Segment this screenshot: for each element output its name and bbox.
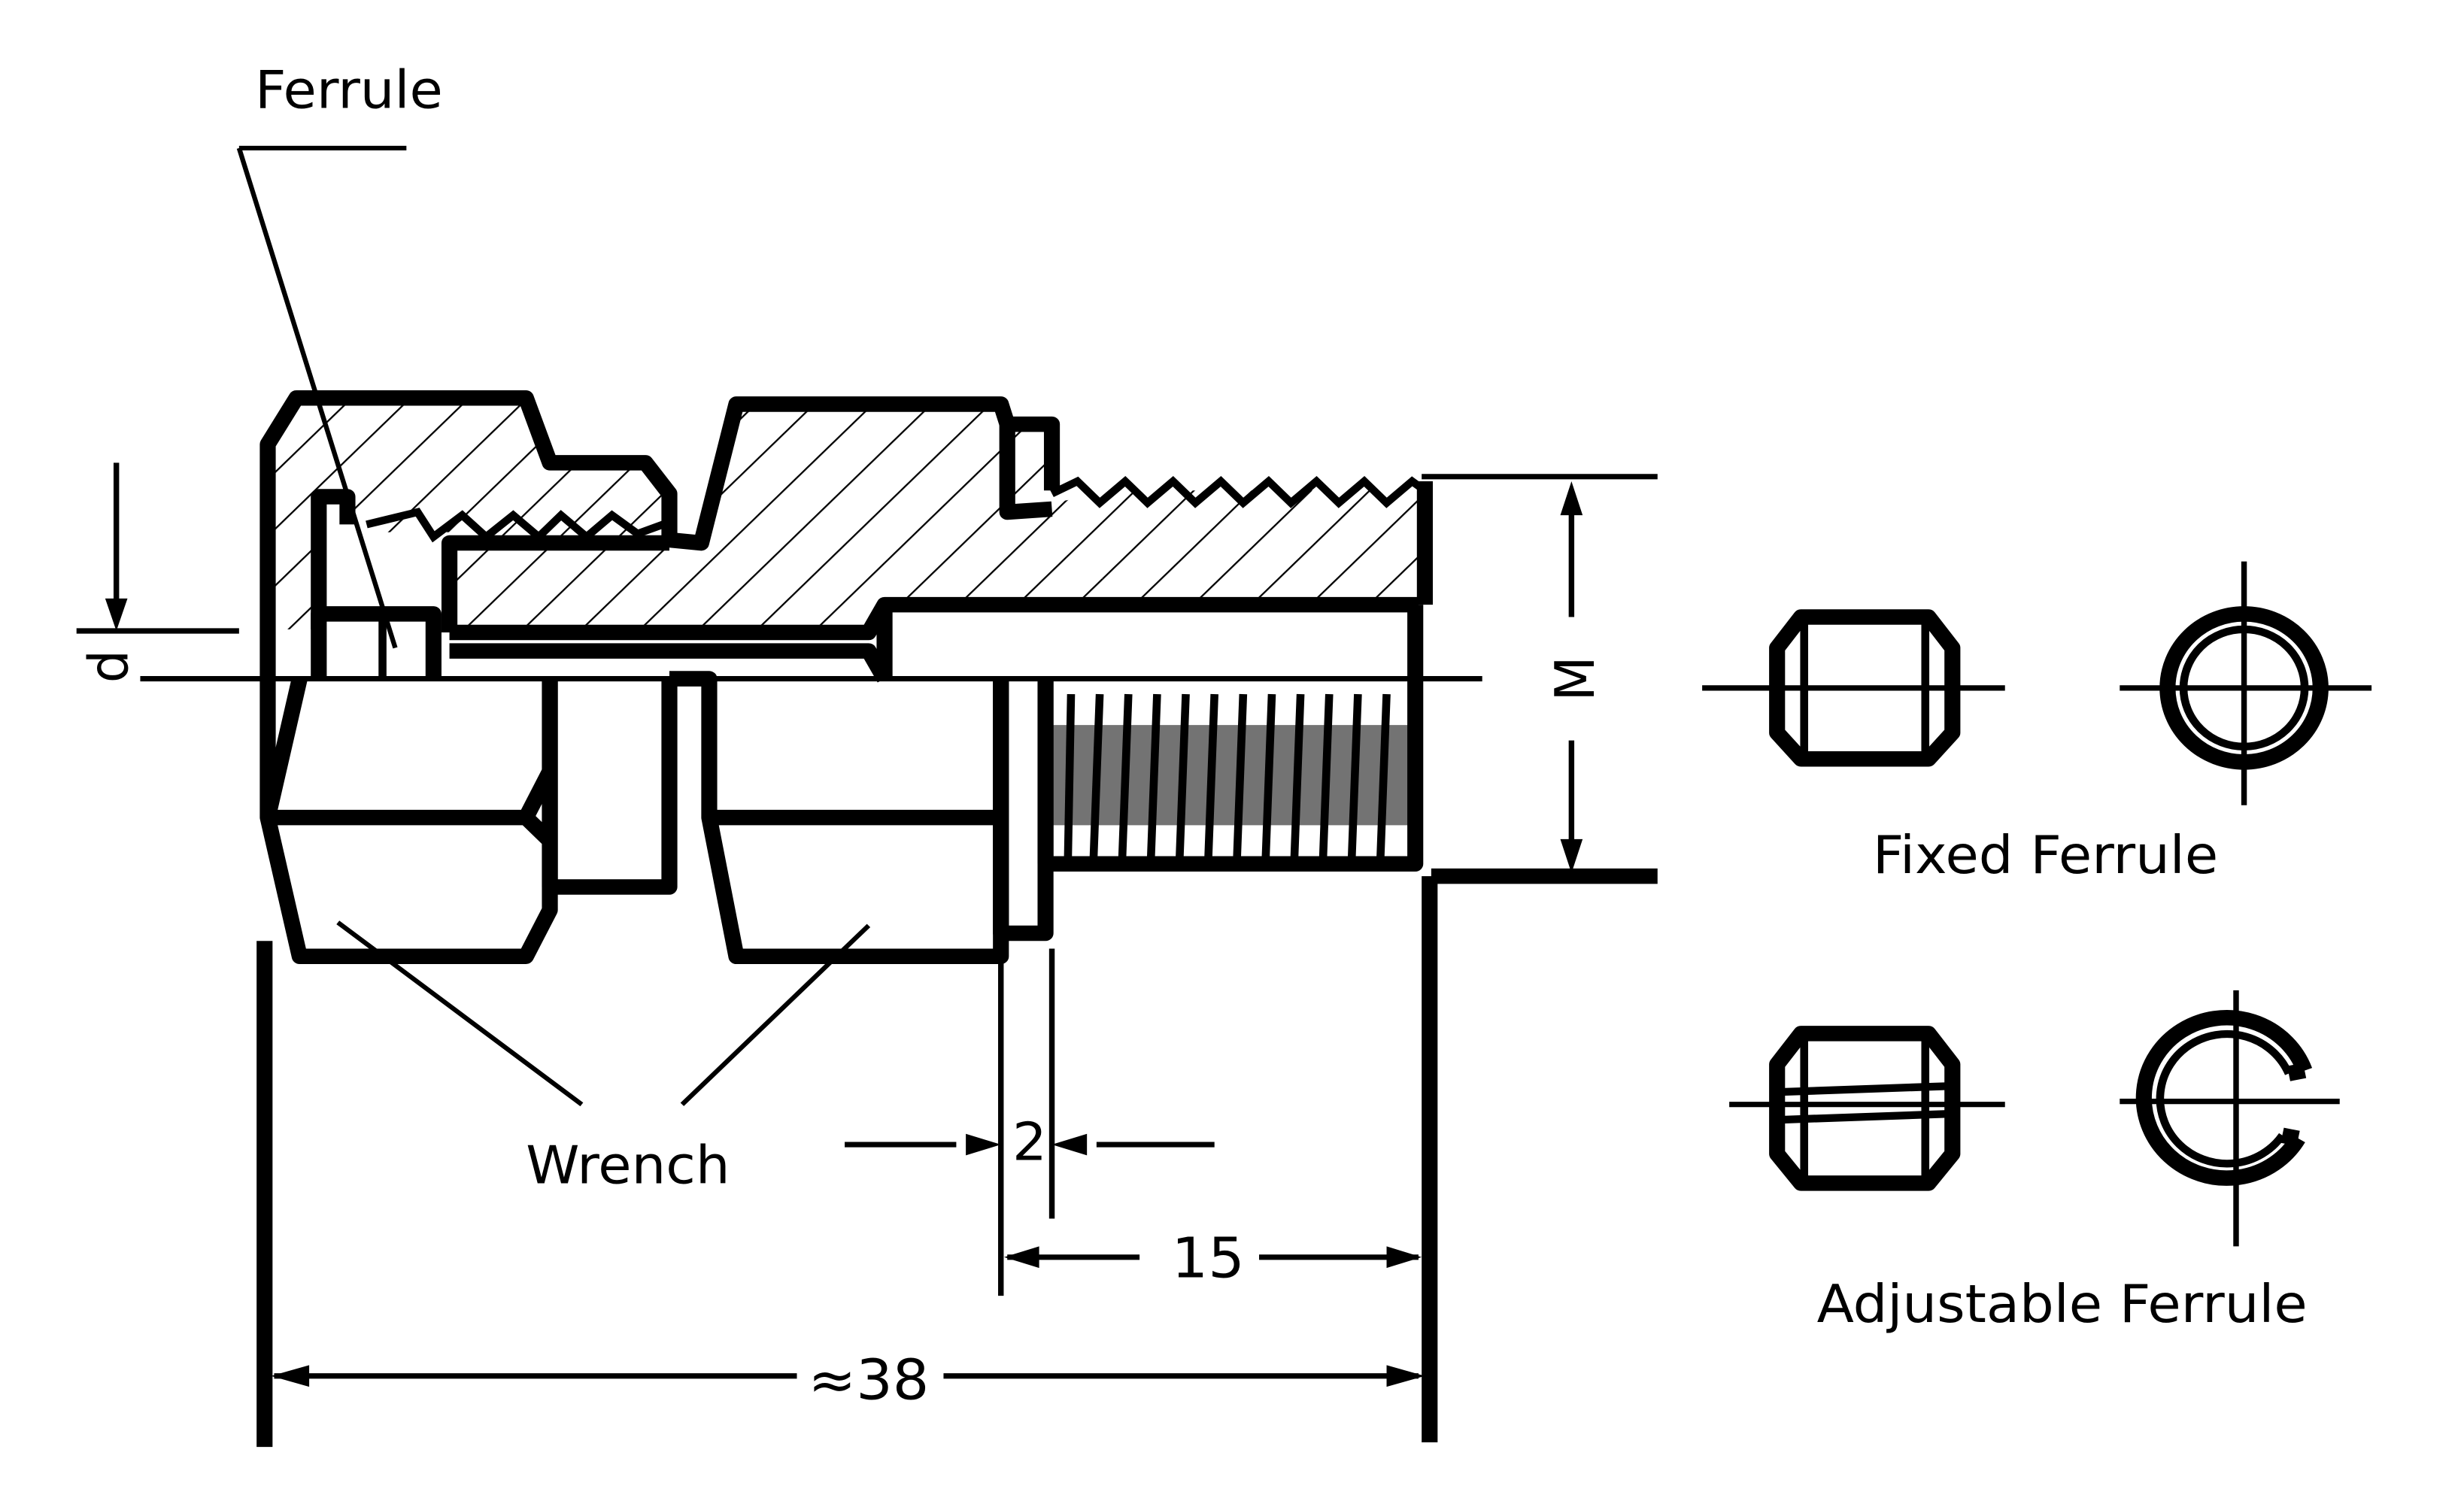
adjustable-ferrule-label: Adjustable Ferrule (1817, 1273, 2308, 1335)
ferrule-label: Ferrule (255, 59, 443, 121)
dimension-2: 2 (845, 948, 1215, 1296)
dim-m-label: M (1543, 656, 1607, 701)
dimension-15: 15 (1003, 1226, 1422, 1291)
adjustable-ferrule-end-view (2120, 990, 2340, 1247)
fixed-ferrule-label: Fixed Ferrule (1873, 824, 2218, 886)
tube-and-centerline (140, 605, 1482, 683)
wrench-label: Wrench (526, 1134, 730, 1196)
leader-lines (236, 145, 871, 1107)
fixed-ferrule-end-view (2120, 561, 2372, 805)
nut-section (259, 390, 678, 679)
thread-exterior (1037, 678, 1424, 872)
fixed-ferrule-side-view (1702, 609, 2005, 767)
adjustable-ferrule-side-view (1729, 1026, 2005, 1191)
nut-exterior (259, 677, 558, 965)
dimension-m: M (1422, 474, 1658, 884)
dim-d-label: d (77, 650, 140, 683)
body-exterior (542, 671, 1054, 965)
dimension-overall: ≈38 (256, 876, 1438, 1448)
dim-15-label: 15 (1172, 1226, 1245, 1291)
dim-2-label: 2 (1012, 1111, 1047, 1173)
dimension-d: d (76, 462, 239, 683)
ferrule-section (311, 606, 442, 679)
dim-overall-label: ≈38 (808, 1348, 929, 1413)
